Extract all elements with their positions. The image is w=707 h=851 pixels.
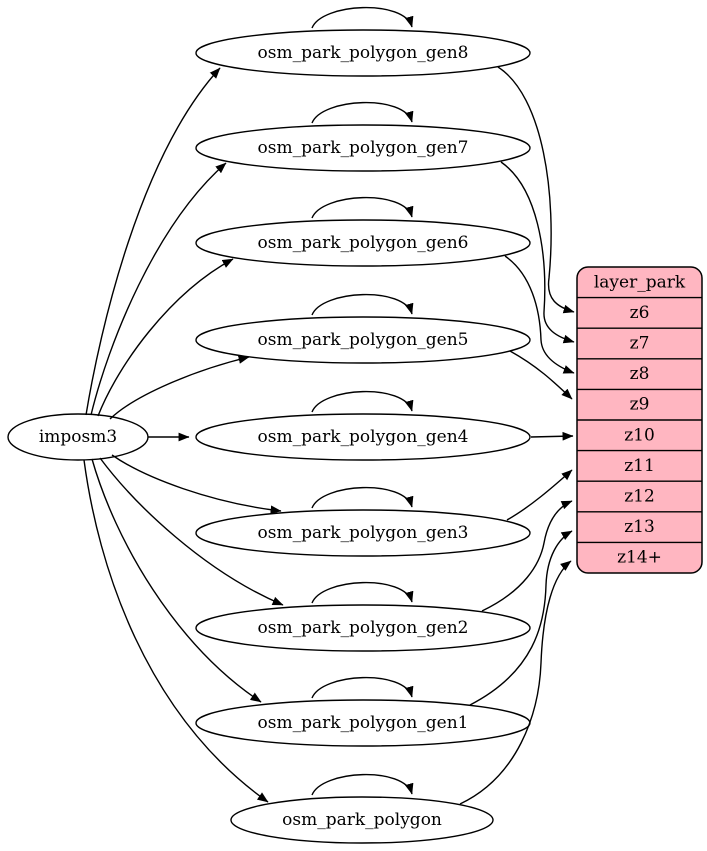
table-node-label-gen4: osm_park_polygon_gen4 [258,427,469,447]
table-node-osm-park-polygon-gen5 [195,316,531,364]
edge-imposm3-to-polygon [83,459,269,803]
layer-row-z7: z7 [630,334,650,354]
self-loop-gen7 [311,101,414,124]
edge-imposm3-to-gen3 [111,454,282,515]
edge-gen1-to-z13 [469,530,573,706]
self-loop-gen2 [311,581,414,604]
layer-row-z12: z12 [624,487,655,507]
table-node-label-gen3: osm_park_polygon_gen3 [258,523,469,543]
self-loop-gen4 [311,390,414,413]
table-node-label-gen7: osm_park_polygon_gen7 [258,138,469,158]
edge-imposm3-to-gen5 [109,355,250,420]
self-loop-gen5 [311,293,414,316]
table-node-label-gen6: osm_park_polygon_gen6 [258,233,469,253]
self-loop-gen3 [311,486,414,509]
edge-gen6-to-z8 [504,255,575,374]
table-node-label-gen5: osm_park_polygon_gen5 [258,330,469,350]
layer-row-z10: z10 [624,425,655,445]
table-node-osm-park-polygon [230,796,494,844]
edge-gen2-to-z12 [481,500,573,612]
table-node-osm-park-polygon-gen8 [195,29,531,77]
edge-polygon-to-z14plus [459,560,572,805]
edge-gen3-to-z11 [506,469,573,521]
table-node-label-gen1: osm_park_polygon_gen1 [258,713,469,733]
self-loop-gen6 [311,196,414,219]
layer-node [576,266,703,574]
edge-imposm3-to-gen6 [97,258,234,417]
layer-row-z8: z8 [630,364,650,384]
self-loop-gen1 [311,676,414,699]
edge-imposm3-to-gen8 [85,67,221,416]
edge-imposm3-to-gen1 [91,458,262,703]
layer-node-title: layer_park [594,272,686,292]
layer-row-z9: z9 [630,395,650,415]
self-loop-polygon [311,773,414,796]
edge-gen8-to-z6 [497,66,575,314]
table-node-osm-park-polygon-gen7 [195,124,531,172]
edge-gen4-to-z10 [530,431,574,441]
edge-gen5-to-z9 [509,350,573,400]
table-node-osm-park-polygon-gen6 [195,219,531,267]
self-loop-gen8 [311,6,414,29]
table-node-osm-park-polygon-gen2 [195,604,531,652]
table-node-label-polygon: osm_park_polygon [282,810,442,830]
table-node-osm-park-polygon-gen4 [195,413,531,461]
layer-row-z14plus: z14+ [617,548,662,568]
table-node-label-gen2: osm_park_polygon_gen2 [258,618,469,638]
layer-row-z6: z6 [630,303,650,323]
edge-gen7-to-z7 [500,161,575,344]
source-node-label: imposm3 [39,427,117,447]
table-node-label-gen8: osm_park_polygon_gen8 [258,43,469,63]
edge-imposm3-to-gen7 [90,162,227,416]
edge-imposm3-to-gen2 [99,457,284,606]
layer-row-z11: z11 [624,456,655,476]
table-node-osm-park-polygon-gen3 [195,509,531,557]
layer-row-z13: z13 [624,517,655,537]
